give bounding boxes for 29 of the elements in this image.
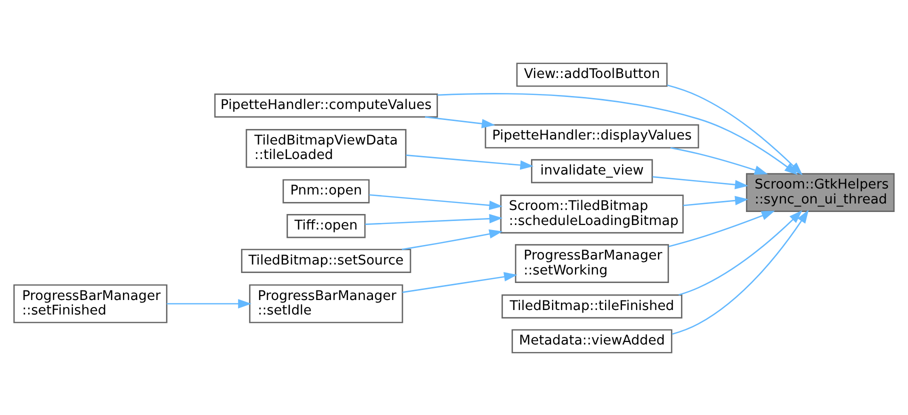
node-box: ProgressBarManager ::setFinished <box>13 284 168 323</box>
node-box: PipetteHandler::displayValues <box>484 124 700 148</box>
arrow <box>402 272 518 292</box>
arrow <box>678 210 802 296</box>
node-box: Scroom::GtkHelpers ::sync_on_ui_thread <box>746 172 895 212</box>
arrow <box>652 176 748 189</box>
node-box: TiledBitmap::setSource <box>241 248 412 272</box>
node-box: Tiff::open <box>286 214 366 238</box>
arrow <box>683 195 748 206</box>
node-box: TiledBitmapViewData ::tileLoaded <box>246 128 406 168</box>
node-box: PipetteHandler::computeValues <box>214 93 438 118</box>
node-box: ProgressBarManager ::setIdle <box>249 284 404 323</box>
node-box: Metadata::viewAdded <box>512 328 672 353</box>
arrow <box>369 194 503 210</box>
arrow <box>672 209 809 334</box>
arrow <box>437 92 798 174</box>
arrow <box>365 213 503 225</box>
arrow <box>406 154 534 170</box>
arrow <box>402 228 503 250</box>
node-box: ProgressBarManager ::setWorking <box>514 244 669 282</box>
node-box: View::addToolButton <box>516 62 668 86</box>
node-box: TiledBitmap::tileFinished <box>502 294 682 318</box>
node-box: Scroom::TiledBitmap ::scheduleLoadingBitmap <box>500 194 684 233</box>
arrow <box>166 298 252 308</box>
node-box: invalidate_view <box>531 158 653 183</box>
arrow <box>668 210 775 247</box>
node-box: Pnm::open <box>282 178 370 203</box>
arrow <box>670 146 768 174</box>
arrow <box>424 116 496 128</box>
